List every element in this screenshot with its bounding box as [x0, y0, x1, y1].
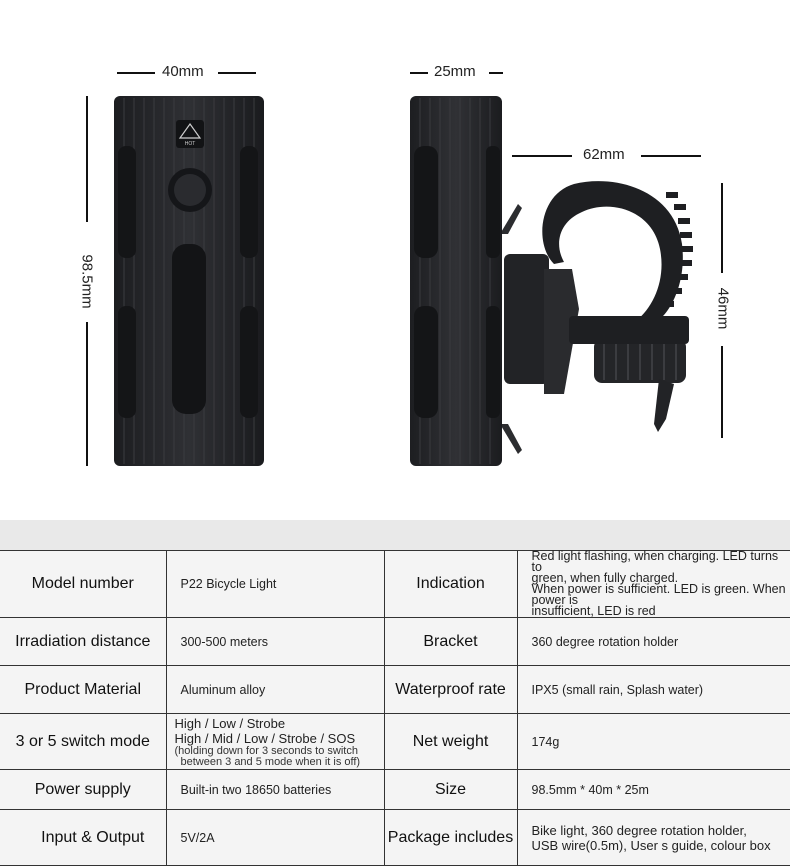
spec-value-product-material: Aluminum alloy	[166, 666, 384, 714]
spec-value-package-includes: Bike light, 360 degree rotation holder, …	[517, 810, 790, 866]
dim-line-height-top	[86, 96, 88, 222]
spec-key-switch-mode: 3 or 5 switch mode	[0, 714, 166, 770]
dim-line-width-right	[218, 72, 256, 74]
spec-key-indication: Indication	[384, 551, 517, 618]
switch-mode-note-1: (holding down for 3 seconds to switch	[175, 746, 384, 757]
dim-line-width-left	[117, 72, 155, 74]
spec-value-size: 98.5mm * 40m * 25m	[517, 770, 790, 810]
dim-line-bracket-height-top	[721, 183, 723, 273]
table-row: Power supply Built-in two 18650 batterie…	[0, 770, 790, 810]
indication-line-3: When power is sufficient. LED is green. …	[532, 584, 790, 606]
spec-key-package-includes: Package includes	[384, 810, 517, 866]
table-row: Model number P22 Bicycle Light Indicatio…	[0, 551, 790, 618]
spec-key-bracket: Bracket	[384, 618, 517, 666]
dim-line-bracket-height-bottom	[721, 346, 723, 438]
spec-value-input-output: 5V/2A	[166, 810, 384, 866]
dim-label-width: 40mm	[162, 63, 204, 80]
spec-key-waterproof-rate: Waterproof rate	[384, 666, 517, 714]
spec-key-net-weight: Net weight	[384, 714, 517, 770]
spec-value-power-supply: Built-in two 18650 batteries	[166, 770, 384, 810]
spec-value-bracket: 360 degree rotation holder	[517, 618, 790, 666]
spec-value-indication: Red light flashing, when charging. LED t…	[517, 551, 790, 618]
table-row: Product Material Aluminum alloy Waterpro…	[0, 666, 790, 714]
spec-value-irradiation-distance: 300-500 meters	[166, 618, 384, 666]
hot-warning-label: HOT	[185, 141, 196, 147]
dim-line-depth-left	[410, 72, 428, 74]
spec-key-model-number: Model number	[0, 551, 166, 618]
package-line-1: Bike light, 360 degree rotation holder,	[532, 823, 790, 838]
table-row: Input & Output 5V/2A Package includes Bi…	[0, 810, 790, 866]
bike-light-side-view	[404, 94, 704, 470]
indication-line-4: insufficient, LED is red	[532, 606, 790, 617]
switch-mode-note-2: between 3 and 5 mode when it is off)	[175, 757, 384, 768]
dim-line-height-bottom	[86, 322, 88, 466]
spec-key-irradiation-distance: Irradiation distance	[0, 618, 166, 666]
specifications-table: Model number P22 Bicycle Light Indicatio…	[0, 550, 790, 866]
product-illustration-area: 40mm 98.5mm 25mm 62mm 46mm	[0, 0, 790, 520]
specs-top-band	[0, 520, 790, 550]
table-row: Irradiation distance 300-500 meters Brac…	[0, 618, 790, 666]
spec-key-size: Size	[384, 770, 517, 810]
spec-value-switch-mode: High / Low / Strobe High / Mid / Low / S…	[166, 714, 384, 770]
spec-value-waterproof-rate: IPX5 (small rain, Splash water)	[517, 666, 790, 714]
spec-key-input-output: Input & Output	[0, 810, 166, 866]
indication-line-1: Red light flashing, when charging. LED t…	[532, 551, 790, 573]
table-row: 3 or 5 switch mode High / Low / Strobe H…	[0, 714, 790, 770]
spec-value-net-weight: 174g	[517, 714, 790, 770]
dim-label-height: 98.5mm	[79, 247, 96, 317]
dim-label-bracket-height: 46mm	[715, 281, 732, 337]
dim-line-depth-right	[489, 72, 503, 74]
spec-key-product-material: Product Material	[0, 666, 166, 714]
switch-mode-line-1: High / Low / Strobe	[175, 716, 384, 731]
dim-label-depth: 25mm	[434, 63, 476, 80]
bike-light-front-view: HOT	[110, 94, 270, 470]
package-line-2: USB wire(0.5m), User s guide, colour box	[532, 838, 790, 853]
switch-mode-line-2: High / Mid / Low / Strobe / SOS	[175, 731, 384, 746]
spec-value-model-number: P22 Bicycle Light	[166, 551, 384, 618]
spec-key-power-supply: Power supply	[0, 770, 166, 810]
